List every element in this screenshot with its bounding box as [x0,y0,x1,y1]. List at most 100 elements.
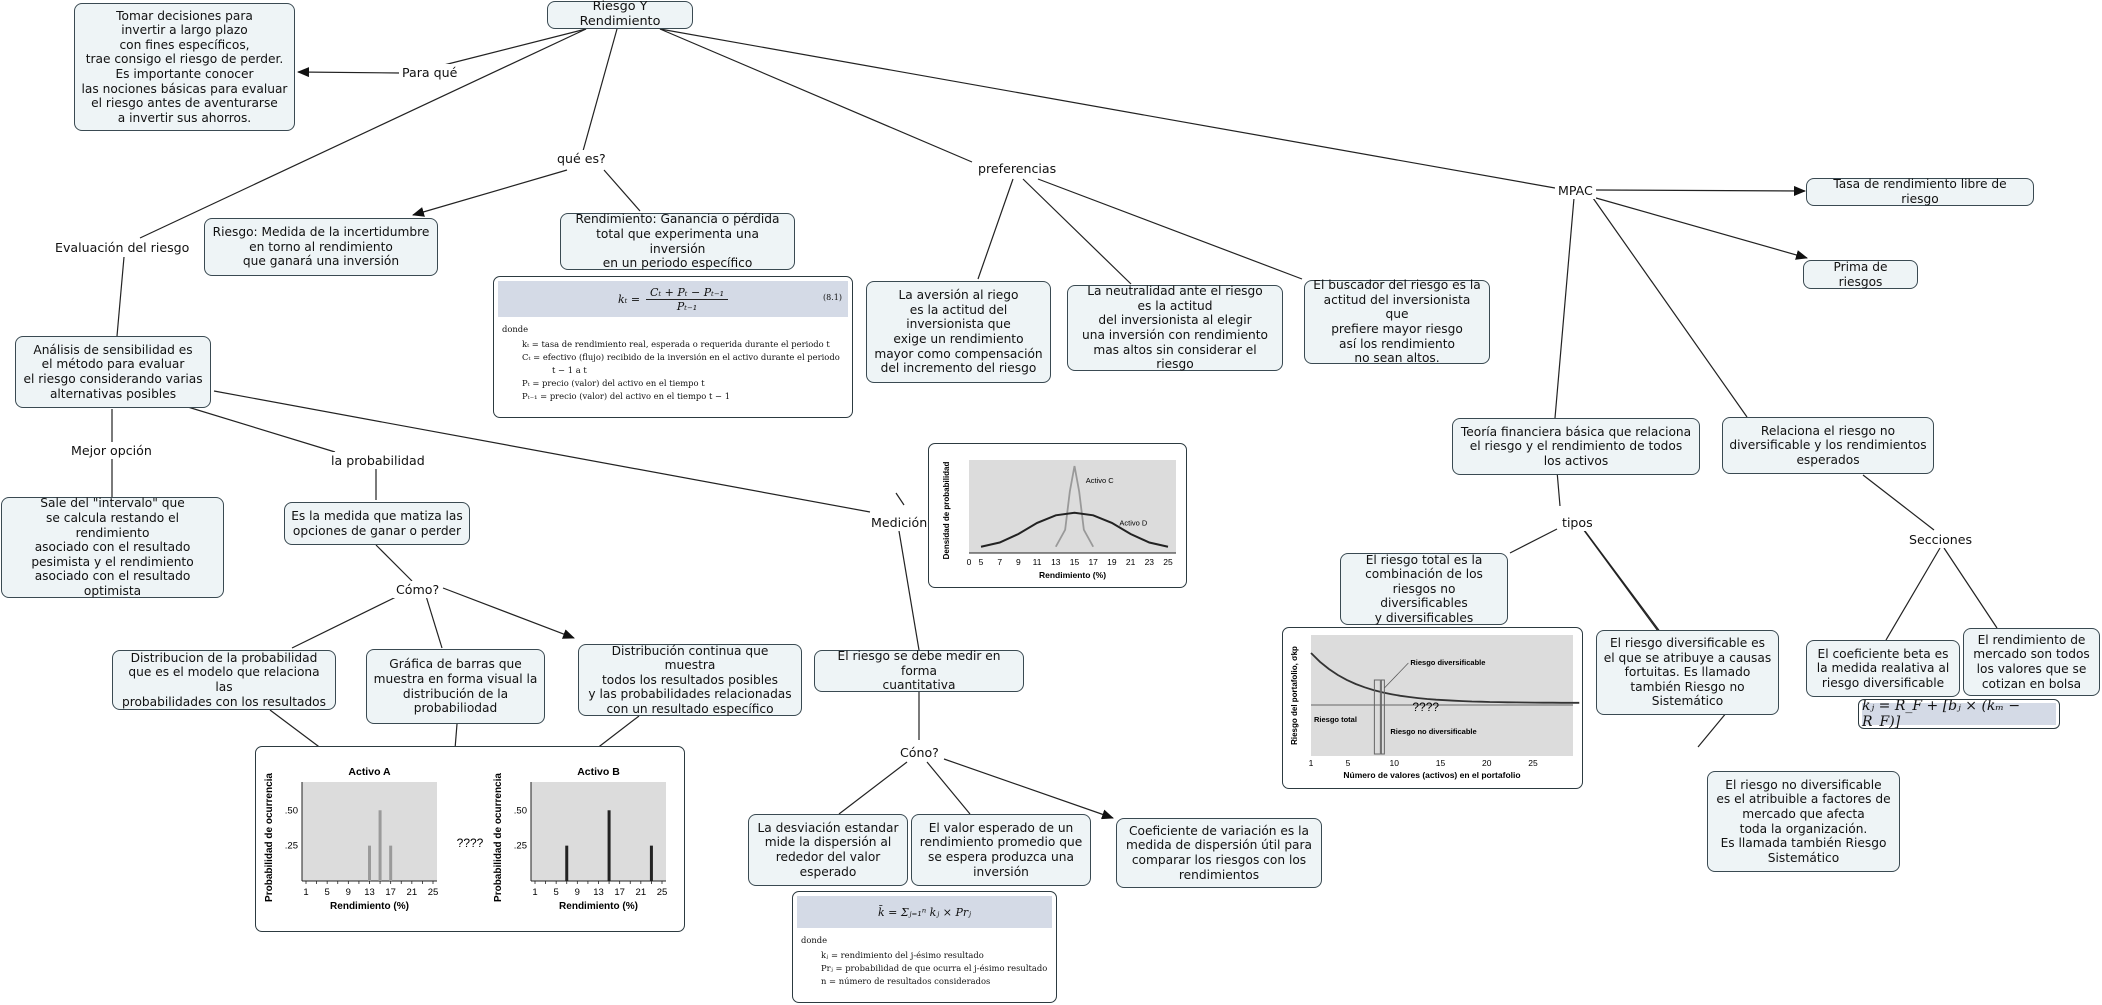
x-tick-label: 5 [979,557,984,567]
node-grafica-barras[interactable]: Gráfica de barras que muestra en forma v… [366,649,545,724]
formula-expected-def: kⱼ = rendimiento del j-ésimo resultado [821,950,984,960]
node-teoria-financiera[interactable]: Teoría financiera básica que relaciona e… [1452,418,1700,475]
y-tick-label: .50 [514,805,527,816]
node-rendimiento-definicion[interactable]: Rendimiento: Ganancia o pérdida total qu… [560,212,795,270]
formula-expected-expr: k̄ = Σⱼ₌₁ⁿ kⱼ × Prⱼ [877,905,972,919]
x-tick-label: 25 [1163,557,1173,567]
label-medicion: Medición [868,514,931,531]
chart-title: Activo B [577,766,620,778]
x-tick-label: 25 [657,887,668,898]
node-riesgo-no-diversificable[interactable]: El riesgo no diversificable es el atribu… [1707,771,1900,872]
x-tick-label: 1 [1309,758,1314,768]
formula-expected-def: Prⱼ = probabilidad de que ocurra el j-és… [821,963,1048,973]
y-axis-label: Densidad de probabilidad [942,461,951,559]
label-mpac: MPAC [1555,182,1596,199]
plot-area [531,782,666,881]
label-preferencias: preferencias [975,160,1060,177]
node-sensibilidad[interactable]: Análisis de sensibilidad es el método pa… [15,336,211,408]
annotation-diversificable: Riesgo diversificable [1410,658,1485,667]
label-como: Cómo? [393,581,443,598]
node-neutralidad[interactable]: La neutralidad ante el riesgo es la acti… [1067,284,1283,371]
x-tick-label: 25 [428,887,439,898]
node-decisiones[interactable]: Tomar decisiones para invertir a largo p… [74,3,295,131]
label-para-que: Para qué [399,64,461,81]
node-rendimiento-mercado[interactable]: El rendimiento de mercado son todos los … [1963,628,2100,696]
x-tick-label: 13 [364,887,375,898]
bar [389,845,393,881]
x-axis-label: Número de valores (activos) en el portaf… [1343,770,1520,780]
formula-return-header: kₜ = Cₜ + Pₜ − Pₜ₋₁ Pₜ₋₁ (8.1) [498,281,848,317]
node-coeficiente-beta[interactable]: El coeficiente beta es la medida realati… [1806,640,1960,697]
plot-area [1311,635,1573,756]
formula-return-denominator: Pₜ₋₁ [676,299,698,313]
formula-capm-image: kⱼ = R_F + [bⱼ × (kₘ − R_F)] [1858,699,2060,729]
formula-capm: kⱼ = R_F + [bⱼ × (kₘ − R_F)] [1862,700,2056,728]
node-tasa-libre-riesgo[interactable]: Tasa de rendimiento libre de riesgo [1806,177,2034,206]
formula-return-number: (8.1) [823,293,842,302]
y-axis-label: Probabilidad de ocurrencia [493,773,504,902]
chart-title: Activo A [348,766,391,778]
x-tick-label: 13 [593,887,604,898]
formula-return-lhs: kₜ = [617,292,641,306]
bar [565,845,569,881]
formula-expected-header: k̄ = Σⱼ₌₁ⁿ kⱼ × Prⱼ [797,896,1052,928]
x-tick-label: 15 [1070,557,1080,567]
y-axis-label: Riesgo del portafolio, σkp [1290,646,1299,745]
label-cono: Cóno? [897,744,942,761]
x-tick-label: 5 [1346,758,1351,768]
total-risk-curve [1310,652,1580,704]
x-tick-label: 19 [1107,557,1117,567]
x-tick-label: 25 [1528,758,1538,768]
series-label: Activo D [1119,519,1148,528]
x-tick-label: 5 [325,887,330,898]
bar [378,810,382,881]
node-riesgo-total[interactable]: El riesgo total es la combinación de los… [1340,553,1508,625]
x-tick-label: 17 [385,887,396,898]
x-tick-label: 21 [1126,557,1136,567]
node-matiza[interactable]: Es la medida que matiza las opciones de … [284,502,470,545]
label-evaluacion: Evaluación del riesgo [52,239,193,256]
label-que-es: qué es? [554,150,609,167]
node-riesgo-definicion[interactable]: Riesgo: Medida de la incertidumbre en to… [204,218,438,276]
annotation-pointer [1384,662,1409,689]
question-marks: ???? [457,836,484,850]
node-intervalo[interactable]: Sale del "intervalo" que se calcula rest… [1,496,224,598]
x-tick-label: 15 [1436,758,1446,768]
bar [649,845,653,881]
x-tick-label: 17 [614,887,625,898]
node-buscador[interactable]: El buscador del riesgo es la actitud del… [1304,278,1490,365]
node-prima-riesgos[interactable]: Prima de riesgos [1803,260,1918,289]
series-line [980,511,1169,548]
bar [607,810,611,881]
node-riesgo-diversificable[interactable]: El riesgo diversificable es el que se at… [1596,630,1779,715]
x-tick-label: 9 [346,887,351,898]
risk-bracket [1380,679,1385,755]
node-valor-esperado[interactable]: El valor esperado de un rendimiento prom… [911,814,1091,886]
node-aversion[interactable]: La aversión al riego es la actitud del i… [866,281,1051,383]
x-axis-label: Rendimiento (%) [1039,570,1106,580]
node-coeficiente-variacion[interactable]: Coeficiente de variación es la medida de… [1116,818,1322,888]
node-relaciona-riesgo[interactable]: Relaciona el riesgo no diversificable y … [1722,417,1934,474]
node-medir-cuantitativa[interactable]: El riesgo se debe medir en forma cuantit… [814,649,1024,692]
x-tick-label: 7 [997,557,1002,567]
formula-expected-def: n = número de resultados considerados [821,976,991,986]
formula-return-donde: donde [502,324,529,334]
node-distribucion-probabilidad[interactable]: Distribucion de la probabilidad que es e… [112,650,336,710]
node-distribucion-continua[interactable]: Distribución continua que muestra todos … [578,644,802,716]
x-tick-label: 0 [967,557,972,567]
formula-expected-image: k̄ = Σⱼ₌₁ⁿ kⱼ × Prⱼ donde kⱼ = rendimien… [792,891,1057,1003]
x-tick-label: 11 [1033,557,1042,567]
central-topic[interactable]: Riesgo Y Rendimiento [547,0,693,29]
x-tick-label: 21 [636,887,647,898]
node-desviacion-estandar[interactable]: La desviación estandar mide la dispersió… [748,814,908,886]
x-tick-label: 23 [1145,557,1155,567]
x-axis-label: Rendimiento (%) [330,901,409,912]
bar [368,845,371,881]
total-risk-bracket [1373,679,1381,755]
